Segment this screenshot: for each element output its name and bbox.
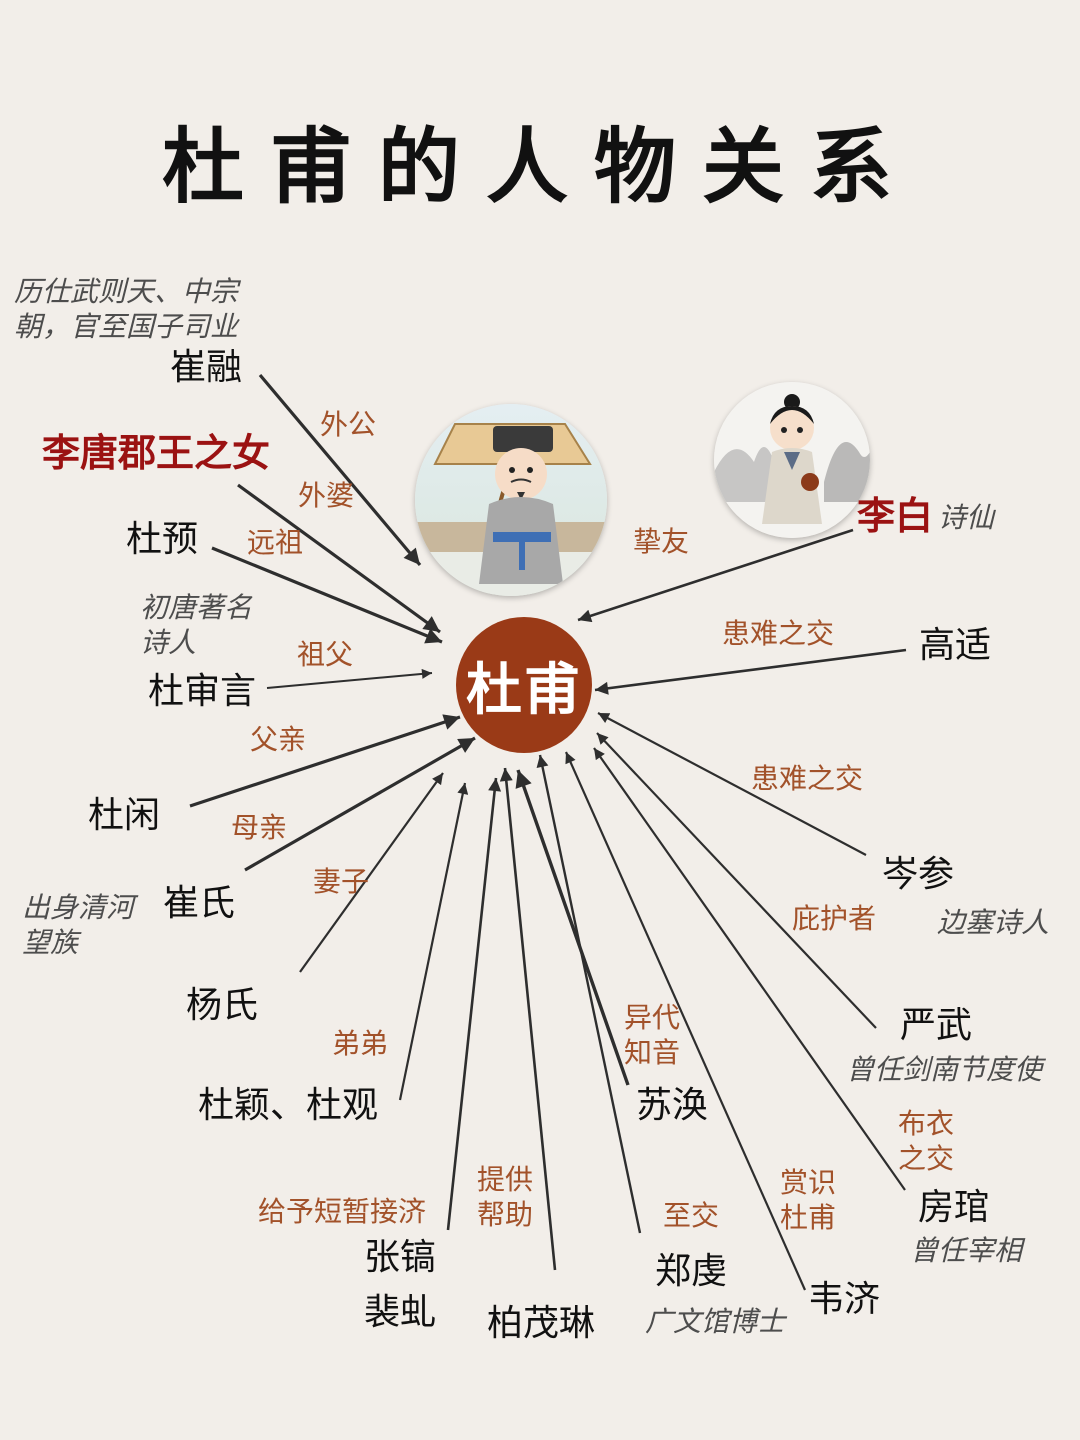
arrow-cuishi [244, 736, 476, 872]
relation-brothers: 弟弟 [332, 1027, 389, 1060]
center-node-dufu[interactable]: 杜甫 [456, 617, 592, 753]
node-dushenyan[interactable]: 杜审言 [148, 671, 257, 712]
arrow-fangguan [593, 747, 906, 1191]
relation-cuishi: 母亲 [231, 811, 288, 844]
node-weiji[interactable]: 韦济 [808, 1279, 881, 1320]
arrow-dushenyan [266, 668, 433, 689]
arrow-zhengqian [536, 754, 642, 1234]
arrow-duyu [211, 546, 443, 644]
arrow-lidaughter [237, 483, 441, 634]
node-peiqiu[interactable]: 裴虬 [364, 1292, 437, 1333]
relation-censhen: 患难之交 [751, 762, 864, 795]
dufu-avatar [415, 404, 607, 596]
arrow-gaoshi [594, 648, 907, 695]
cuishi-note: 出身清河 望族 [22, 891, 135, 959]
node-cuishi[interactable]: 崔氏 [163, 883, 236, 924]
arrow-baimaolin [499, 767, 557, 1271]
arrow-weiji [564, 751, 807, 1291]
node-fangguan[interactable]: 房琯 [918, 1187, 991, 1228]
node-lidaughter[interactable]: 李唐郡王之女 [42, 431, 271, 475]
cuirong-note: 历仕武则天、中宗 朝，官至国子司业 [14, 275, 239, 343]
relation-libai: 挚友 [633, 525, 690, 558]
node-baimaolin[interactable]: 柏茂琳 [487, 1303, 596, 1344]
arrow-yangshi [299, 772, 444, 973]
relation-gaoshi: 患难之交 [722, 617, 835, 650]
relation-cuirong: 外公 [320, 408, 377, 441]
page-title: 杜甫的人物关系 [161, 120, 918, 215]
node-duyu[interactable]: 杜预 [126, 519, 199, 560]
arrow-yanwu [596, 732, 877, 1029]
libai-note: 诗仙 [938, 501, 995, 534]
relation-baimaolin: 提供 帮助 [477, 1163, 534, 1231]
relation-zhanghao: 给予短暂接济 [258, 1195, 427, 1228]
node-zhanghao[interactable]: 张镐 [364, 1237, 437, 1278]
libai-avatar [714, 382, 870, 538]
relation-suhuan: 异代 知音 [624, 1001, 681, 1069]
node-yangshi[interactable]: 杨氏 [186, 985, 259, 1026]
libai-portrait-icon [714, 382, 870, 538]
relation-zhengqian: 至交 [663, 1199, 720, 1232]
relation-yanwu: 庇护者 [792, 902, 877, 935]
relation-weiji: 赏识 杜甫 [780, 1166, 837, 1234]
arrow-libai [577, 528, 854, 623]
relation-dushenyan: 祖父 [297, 638, 354, 671]
relation-yangshi: 妻子 [313, 865, 370, 898]
node-gaoshi[interactable]: 高适 [919, 625, 992, 666]
arrow-zhanghao [446, 777, 502, 1231]
center-name: 杜甫 [466, 657, 582, 723]
yanwu-note: 曾任剑南节度使 [846, 1053, 1043, 1086]
relation-duyu: 远祖 [247, 526, 304, 559]
arrow-brothers [398, 782, 469, 1101]
node-zhengqian[interactable]: 郑虔 [655, 1251, 728, 1292]
node-brothers[interactable]: 杜颖、杜观 [198, 1085, 379, 1126]
zhengqian-note: 广文馆博士 [645, 1305, 786, 1338]
dushenyan-note: 初唐著名 诗人 [140, 591, 253, 659]
arrow-censhen [597, 712, 867, 856]
arrow-duxian [189, 714, 461, 808]
fangguan-note: 曾任宰相 [910, 1234, 1023, 1267]
censhen-note: 边塞诗人 [937, 906, 1050, 939]
relation-fangguan: 布衣 之交 [898, 1107, 955, 1175]
arrow-suhuan [515, 769, 630, 1086]
node-yanwu[interactable]: 严武 [900, 1005, 973, 1046]
arrow-cuirong [258, 373, 422, 567]
node-suhuan[interactable]: 苏涣 [636, 1085, 709, 1126]
node-duxian[interactable]: 杜闲 [88, 795, 161, 836]
relation-duxian: 父亲 [250, 723, 307, 756]
node-libai[interactable]: 李白 [857, 494, 934, 538]
relation-lidaughter: 外婆 [298, 479, 355, 512]
node-cuirong[interactable]: 崔融 [170, 347, 243, 388]
node-censhen[interactable]: 岑参 [882, 854, 955, 895]
dufu-portrait-icon [415, 404, 607, 596]
